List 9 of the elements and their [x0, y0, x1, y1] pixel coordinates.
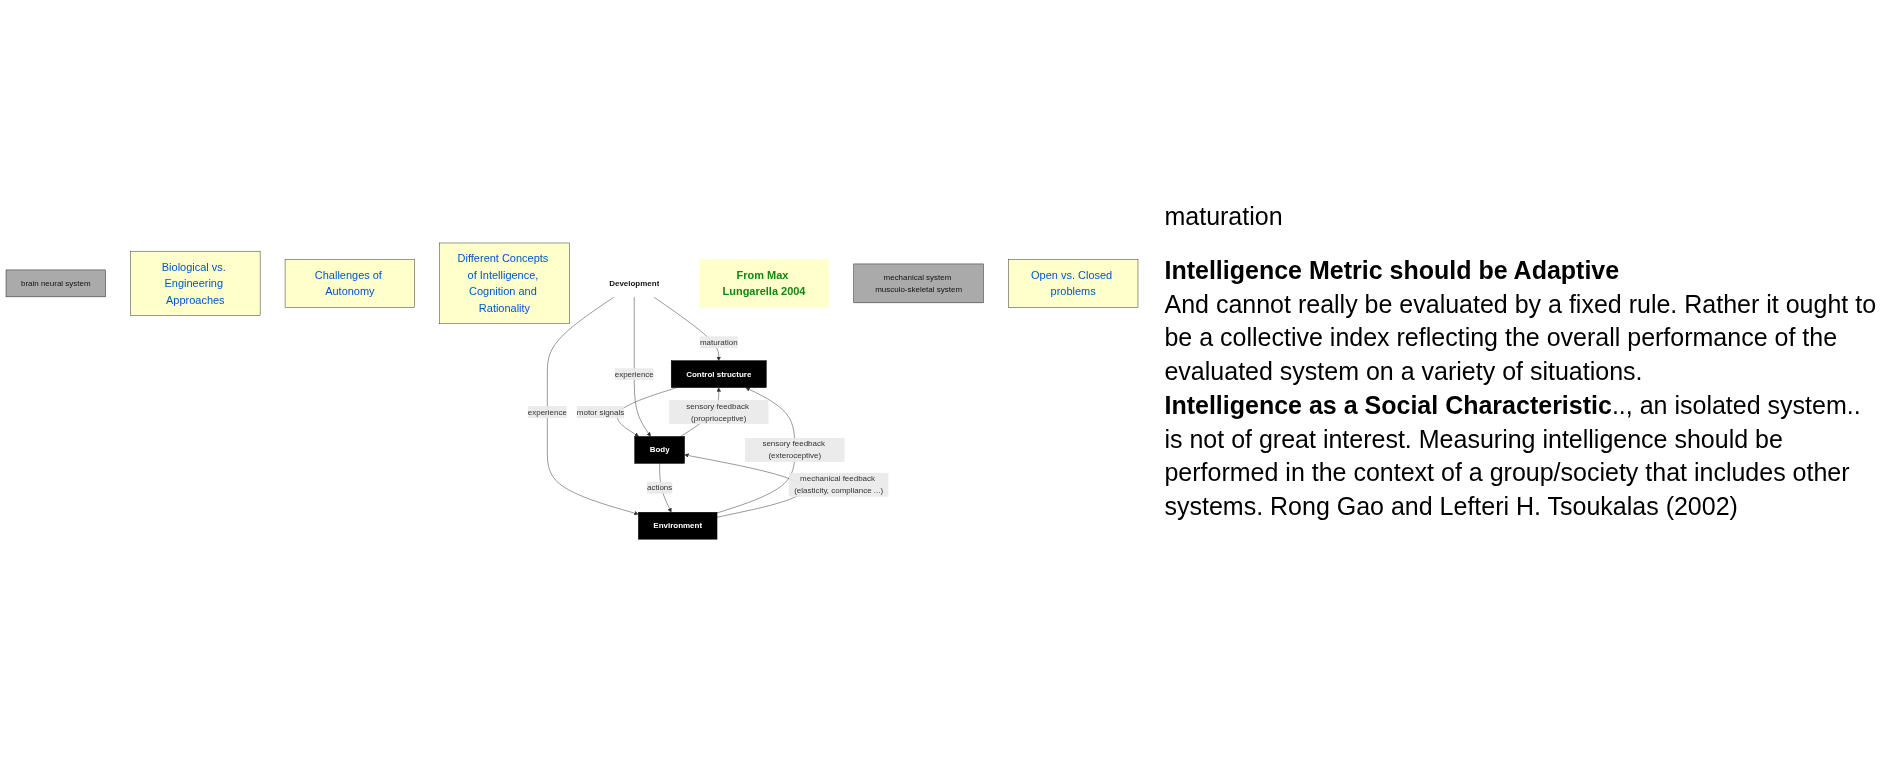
node-box: Open vs. Closed problems — [1008, 259, 1139, 308]
note-text: And cannot really be evaluated by a fixed rule. Rather it ought to be a collective index reflecting the overall performance of the evaluated system on a variety of situations. — [1164, 288, 1878, 387]
heading-text: Intelligence Metric should be Adaptive — [1164, 254, 1621, 286]
node-box: From Max Lungarella 2004 — [699, 259, 830, 308]
note-text: Intelligence as a Social Characteristic.., an isolated system.. is not of great interest. Measuring intelligence should be performed in the context of a group/society that includes other systems. Rong Gao and Lefteri H. Tsoukalas (2002) — [1164, 389, 1862, 522]
node-box: Different Concepts of Intelligence, Cognition and Rationality — [439, 243, 570, 325]
note-text: maturation — [1164, 201, 1284, 232]
node-box: Biological vs. Engineering Approaches — [130, 251, 261, 317]
node-box: Challenges of Autonomy — [285, 259, 416, 308]
